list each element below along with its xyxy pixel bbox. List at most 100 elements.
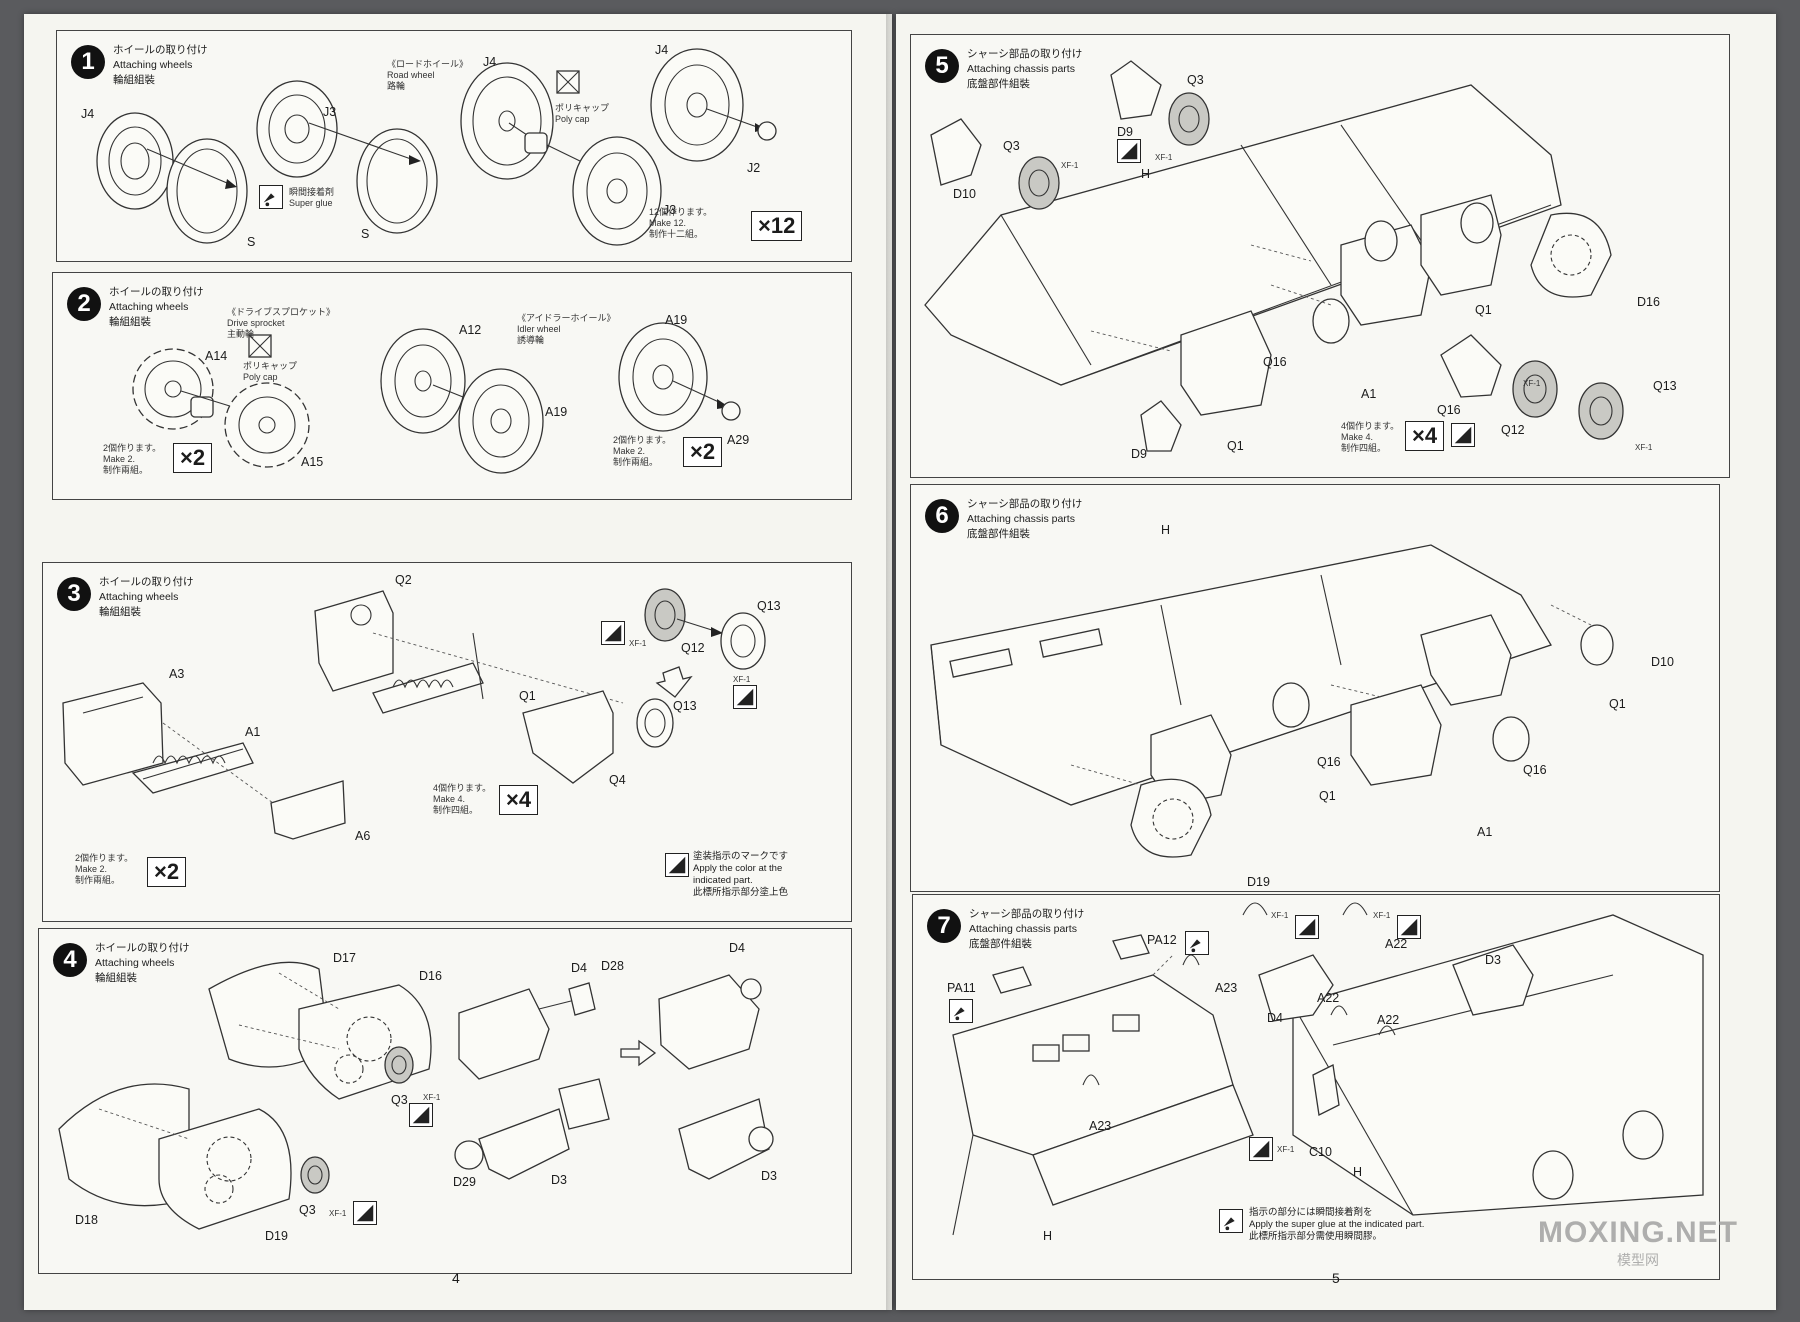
part-label: Q12 (1501, 423, 1525, 437)
part-label: Q3 (299, 1203, 316, 1217)
part-label: J3 (663, 203, 677, 217)
step-6-number: 6 (925, 499, 959, 533)
part-label: A1 (245, 725, 261, 739)
step-3-number: 3 (57, 577, 91, 611)
paint-brush-icon (733, 685, 757, 709)
step-6-illustration (930, 544, 1614, 858)
step-5-number: 5 (925, 49, 959, 83)
step-1-title: ホイールの取り付け Attaching wheels 輪組組裝 (113, 43, 208, 88)
step-1-illustration (96, 48, 777, 246)
step-3-multiplier-2: ×2 (147, 857, 187, 887)
part-label: Q13 (1653, 379, 1677, 393)
step-5-title: シャーシ部品の取り付け Attaching chassis parts 底盤部件… (967, 48, 1083, 90)
part-label: A22 (1377, 1013, 1400, 1027)
poly-cap-caption: ポリキャップ Poly cap (243, 361, 298, 382)
step-4-illustration (58, 961, 774, 1230)
part-label: C10 (1309, 1145, 1332, 1159)
paint-brush-icon (601, 621, 625, 645)
super-glue-icon (259, 185, 283, 209)
part-label: Q12 (681, 641, 705, 655)
part-label: D4 (571, 961, 587, 975)
part-label: A6 (355, 829, 371, 843)
part-label: J4 (655, 43, 669, 57)
part-label: D19 (1247, 875, 1270, 889)
step-7-number: 7 (927, 909, 961, 943)
step-1-title-zh: 輪組組裝 (113, 74, 155, 86)
step-7-panel: 7 シャーシ部品の取り付け Attaching chassis parts 底盤… (912, 894, 1720, 1280)
part-label: J2 (747, 161, 761, 175)
page-number-right: 5 (1332, 1270, 1340, 1286)
paint-brush-icon (353, 1201, 377, 1225)
part-label: Q4 (609, 773, 626, 787)
part-label: D16 (419, 969, 442, 983)
part-label: S (247, 235, 256, 249)
part-label: A23 (1089, 1119, 1112, 1133)
part-label: D10 (1651, 655, 1674, 669)
part-label: D10 (953, 187, 976, 201)
drive-sprocket-caption: 《ドライブスプロケット》 Drive sprocket 主動輪 (227, 307, 336, 339)
part-label: J3 (323, 105, 337, 119)
part-label: D18 (75, 1213, 98, 1227)
idler-wheel-caption: 《アイドラーホイール》 Idler wheel 誘導輪 (517, 313, 616, 345)
xf1-label: XF-1 (629, 639, 647, 648)
step-6-title: シャーシ部品の取り付け Attaching chassis parts 底盤部件… (967, 498, 1083, 540)
part-label: Q2 (395, 573, 412, 587)
step-3-illustration (62, 588, 766, 840)
step-4-number: 4 (53, 943, 87, 977)
part-label: A22 (1385, 937, 1408, 951)
road-wheel-caption: 《ロードホイール》 Road wheel 路輪 (387, 59, 469, 91)
paint-brush-icon (409, 1103, 433, 1127)
step-1-make-note: 12個作ります。 Make 12. 制作十二組。 (649, 207, 713, 239)
part-label: Q16 (1317, 755, 1341, 769)
paint-brush-icon (1117, 139, 1141, 163)
part-label: D9 (1131, 447, 1147, 461)
part-label: D28 (601, 959, 624, 973)
xf1-label: XF-1 (1635, 443, 1653, 452)
xf1-label: XF-1 (1523, 379, 1541, 388)
xf1-label: XF-1 (1277, 1145, 1295, 1154)
step-3-make4-note: 4個作ります。 Make 4. 制作四組。 (433, 783, 492, 815)
part-label: Q1 (1475, 303, 1492, 317)
paint-brush-icon (1397, 915, 1421, 939)
part-label: H (1043, 1229, 1053, 1243)
part-label: D3 (761, 1169, 777, 1183)
step-2-title: ホイールの取り付け Attaching wheels 輪組組裝 (109, 286, 204, 328)
part-label: PA12 (1147, 933, 1177, 947)
step-3-make2-note: 2個作ります。 Make 2. 制作兩組。 (75, 853, 134, 885)
step-5-multiplier: ×4 (1405, 421, 1445, 451)
poly-cap-caption: ポリキャップ Poly cap (555, 103, 610, 124)
step-2-multiplier-left: ×2 (173, 443, 213, 473)
watermark-main: MOXING.NET (1537, 1216, 1738, 1249)
step-5-make-note: 4個作ります。 Make 4. 制作四組。 (1341, 421, 1400, 453)
part-label: Q1 (1609, 697, 1626, 711)
part-label: A23 (1215, 981, 1238, 995)
part-label: Q1 (1227, 439, 1244, 453)
super-glue-icon (1185, 931, 1209, 955)
part-label: A15 (301, 455, 324, 469)
step-1-title-en: Attaching wheels (113, 59, 193, 71)
step-3-multiplier-4: ×4 (499, 785, 539, 815)
part-label: PA11 (947, 981, 976, 995)
part-label: Q13 (673, 699, 697, 713)
step-2-make-note-left: 2個作ります。 Make 2. 制作兩組。 (103, 443, 162, 475)
part-label: Q3 (1187, 73, 1204, 87)
xf1-label: XF-1 (1271, 911, 1289, 920)
super-glue-caption: 瞬間接着剤 Super glue (289, 187, 335, 208)
page-right: 5 シャーシ部品の取り付け Attaching chassis parts 底盤… (896, 14, 1776, 1310)
xf1-label: XF-1 (733, 675, 751, 684)
super-glue-icon (1219, 1209, 1243, 1233)
part-label: Q16 (1437, 403, 1461, 417)
step-2-make-note-right: 2個作ります。 Make 2. 制作兩組。 (613, 435, 672, 467)
step-6-panel: 6 シャーシ部品の取り付け Attaching chassis parts 底盤… (910, 484, 1720, 892)
part-label: Q16 (1523, 763, 1547, 777)
part-label: A12 (459, 323, 482, 337)
part-label: D9 (1117, 125, 1133, 139)
part-label: A19 (545, 405, 568, 419)
step-4-title: ホイールの取り付け Attaching wheels 輪組組裝 (95, 942, 190, 984)
part-label: D4 (1267, 1011, 1283, 1025)
watermark: MOXING.NET 模型网 (1538, 1216, 1738, 1270)
part-label: D16 (1637, 295, 1660, 309)
part-label: S (361, 227, 370, 241)
part-label: J4 (81, 107, 95, 121)
part-label: D3 (1485, 953, 1501, 967)
